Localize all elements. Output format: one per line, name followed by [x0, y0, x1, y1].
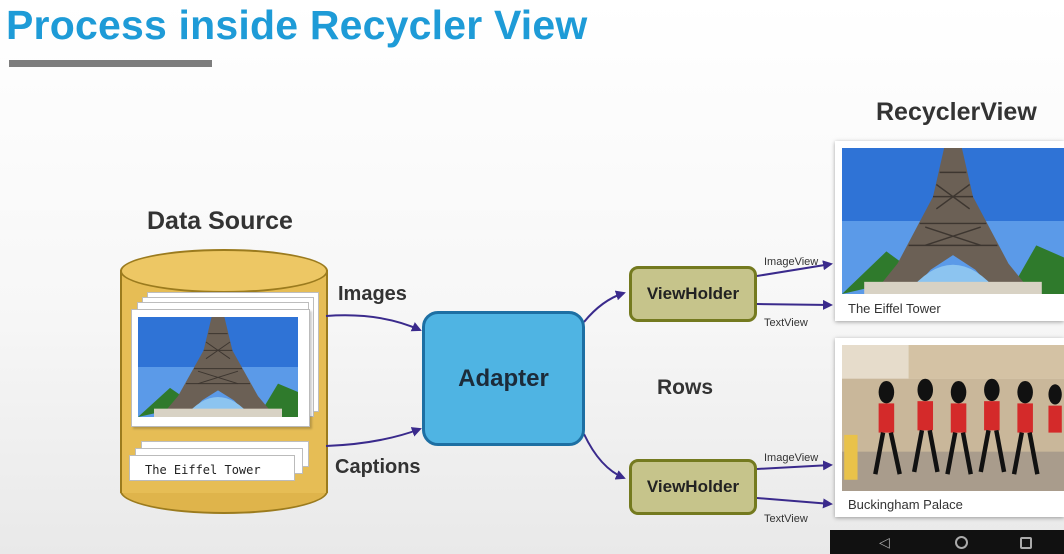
adapter-label: Adapter — [458, 364, 549, 392]
recyclerview-title: RecyclerView — [876, 98, 1037, 126]
eiffel-tower-photo — [138, 317, 298, 417]
android-nav-bar: ◁ — [830, 530, 1064, 554]
images-label: Images — [338, 283, 407, 305]
adapter-box: Adapter — [422, 311, 585, 446]
eiffel-tower-photo — [842, 148, 1064, 294]
row-caption: Buckingham Palace — [848, 497, 963, 512]
viewholder-box-bottom: ViewHolder — [629, 459, 757, 515]
row-caption: The Eiffel Tower — [848, 301, 941, 316]
recent-apps-icon[interactable] — [1020, 537, 1032, 549]
recyclerview-row: The Eiffel Tower — [835, 141, 1064, 321]
recyclerview-row: Buckingham Palace — [835, 338, 1064, 517]
home-icon[interactable] — [955, 536, 968, 549]
captions-arrow — [325, 427, 422, 447]
adapter-to-viewholder-top-arrow — [583, 290, 626, 323]
textview-arrow-top — [756, 299, 833, 310]
slide-title: Process inside Recycler View — [6, 2, 588, 48]
back-icon[interactable]: ◁ — [879, 534, 890, 550]
rows-label: Rows — [657, 376, 714, 399]
viewholder-box-top: ViewHolder — [629, 266, 757, 322]
title-underline — [9, 60, 212, 67]
imageview-arrow-bottom — [756, 460, 833, 471]
data-source-image-card — [131, 309, 310, 427]
viewholder-label: ViewHolder — [646, 477, 740, 496]
database-cylinder-top — [120, 249, 328, 293]
textview-arrow-bottom — [756, 497, 833, 509]
viewholder-label: ViewHolder — [646, 284, 740, 303]
data-source-caption-card: The Eiffel Tower — [129, 455, 295, 481]
data-source-title: Data Source — [147, 207, 293, 235]
captions-label: Captions — [335, 456, 421, 478]
imageview-label-top: ImageView — [764, 256, 819, 268]
imageview-label-bottom: ImageView — [764, 452, 819, 464]
images-arrow — [325, 314, 422, 332]
textview-label-bottom: TextView — [764, 513, 808, 525]
buckingham-palace-guards-photo — [842, 345, 1064, 491]
textview-label-top: TextView — [764, 317, 808, 329]
adapter-to-viewholder-bottom-arrow — [583, 433, 626, 480]
